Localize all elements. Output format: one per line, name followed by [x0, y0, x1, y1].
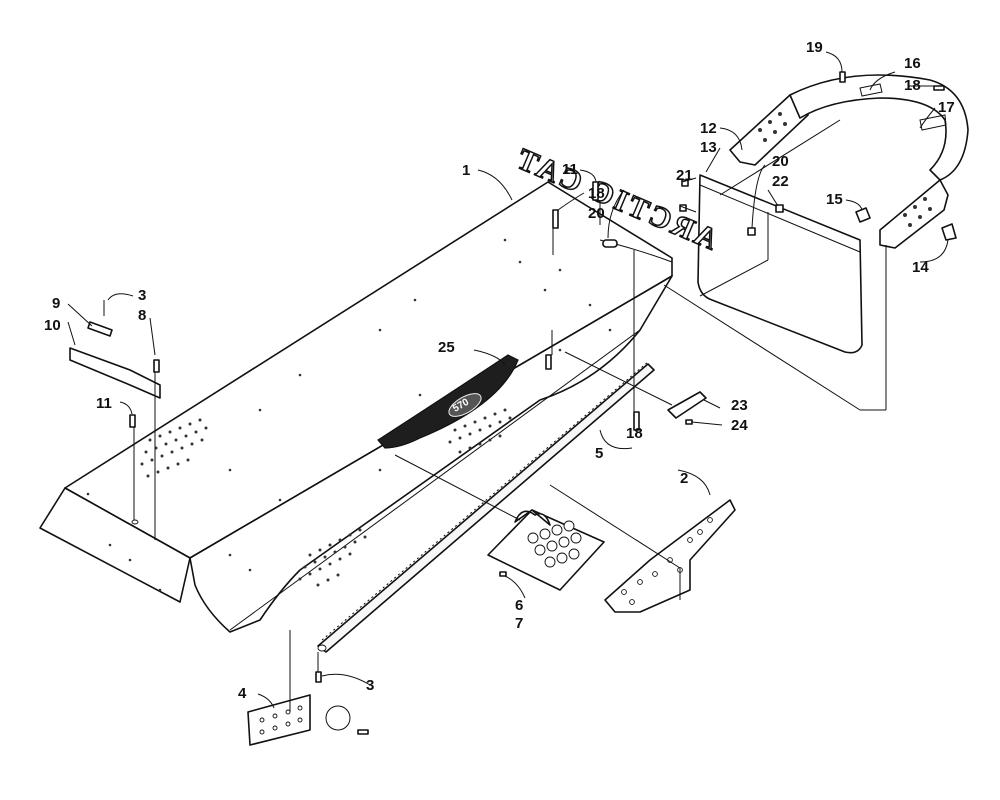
callout-19: 19	[806, 39, 823, 56]
callout-18-right: 18	[904, 77, 921, 94]
callout-3-upper: 3	[138, 287, 146, 304]
bracket-clip	[855, 207, 871, 223]
snow-flap-body	[697, 174, 863, 354]
side-bracket	[604, 499, 736, 613]
callout-11-top: 11	[562, 161, 578, 178]
callout-17: 17	[938, 99, 955, 116]
callout-18-lower: 18	[626, 425, 643, 442]
leader-lines	[67, 51, 949, 712]
tunnel-front-flange	[39, 487, 191, 603]
rear-bumper	[729, 74, 969, 249]
model-badge: 570	[377, 354, 519, 449]
callout-13: 13	[700, 139, 717, 156]
bumper-right-arm	[879, 179, 949, 249]
callout-25: 25	[438, 339, 455, 356]
callout-20-right: 20	[772, 153, 789, 170]
callout-20-left: 20	[588, 205, 605, 222]
callout-22: 22	[772, 173, 789, 190]
callout-5: 5	[595, 445, 603, 462]
mounting-plate	[247, 694, 311, 746]
callout-10: 10	[44, 317, 61, 334]
callout-23: 23	[731, 397, 748, 414]
callout-2: 2	[680, 470, 688, 487]
detail-circle	[325, 705, 351, 731]
callout-11-left: 11	[96, 395, 112, 412]
small-bracket	[667, 391, 707, 419]
tunnel-rail-line	[229, 329, 641, 631]
callout-7: 7	[515, 615, 523, 632]
foot-plate	[487, 509, 605, 591]
callout-12: 12	[700, 120, 717, 137]
callout-15: 15	[826, 191, 843, 208]
callout-6: 6	[515, 597, 523, 614]
callout-21: 21	[676, 167, 693, 184]
callout-4: 4	[238, 685, 247, 702]
callout-3-lower: 3	[366, 677, 374, 694]
callout-9: 9	[52, 295, 60, 312]
callout-24: 24	[731, 417, 748, 434]
tunnel-perforations	[86, 238, 612, 592]
callout-1: 1	[462, 162, 470, 179]
callout-8: 8	[138, 307, 146, 324]
slide-rail	[317, 361, 655, 653]
callout-18-top: 18	[588, 185, 605, 202]
callout-numbers: 1 2 3 3 4 5 6 7 8 9 10 11 11 11 12 13 14…	[44, 39, 955, 702]
fasteners	[129, 71, 945, 735]
callout-16: 16	[904, 55, 921, 72]
clip-part	[941, 223, 957, 241]
front-bracket	[69, 300, 161, 399]
callout-14: 14	[912, 259, 929, 276]
